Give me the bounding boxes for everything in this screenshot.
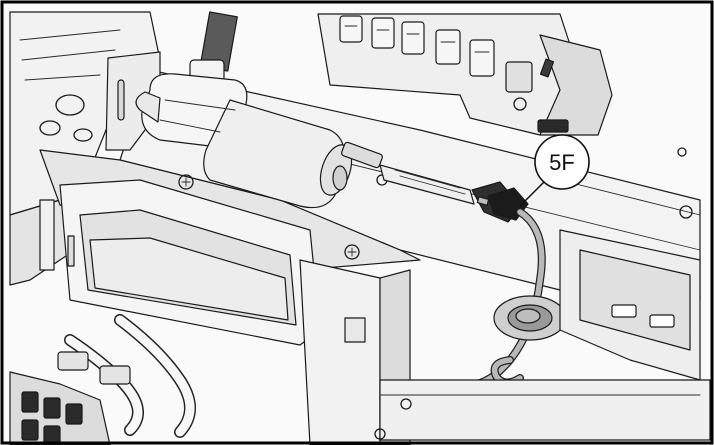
callout-5f: 5F xyxy=(534,134,590,190)
actuator-motor xyxy=(135,11,383,209)
motor-connector-link xyxy=(379,164,475,205)
relay-box xyxy=(317,13,613,136)
support-posts xyxy=(299,259,711,445)
callout-label: 5F xyxy=(549,150,575,175)
lower-box-frame xyxy=(39,179,321,346)
callout-leader xyxy=(519,181,545,207)
grommet xyxy=(493,295,567,341)
tubes xyxy=(57,314,196,438)
right-crossmember xyxy=(559,229,701,381)
switch-panel xyxy=(9,371,111,445)
